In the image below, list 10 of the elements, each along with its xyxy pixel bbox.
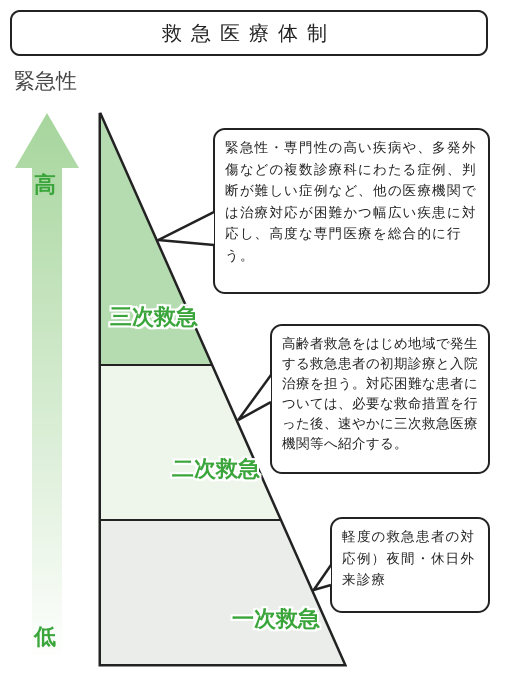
- speech-bubble: 高齢者救急をはじめ地域で発生する救急患者の初期診療と入院治療を担う。対応困難な患者については、必要な救命措置を行った後、速やかに三次救急医療機関等へ紹介する。: [270, 324, 490, 474]
- axis-title: 緊急性: [14, 70, 77, 94]
- speech-bubble: 軽度の救急患者の対応例）夜間・休日外来診療: [330, 517, 490, 613]
- axis-label: 高: [34, 174, 56, 198]
- tier-label: 一次救急: [232, 606, 320, 634]
- title-box: 救急医療体制: [10, 10, 488, 56]
- bubble-tail: [310, 564, 332, 592]
- bubble-tail: [237, 374, 272, 422]
- speech-bubble: 緊急性・専門性の高い疾病や、多発外傷などの複数診療科にわたる症例、判断が難しい症例など、他の医療機関では治療対応が困難かつ幅広い疾患に対応し、高度な専門医療を総合的に行う。: [213, 128, 490, 294]
- axis-label: 低: [34, 626, 56, 650]
